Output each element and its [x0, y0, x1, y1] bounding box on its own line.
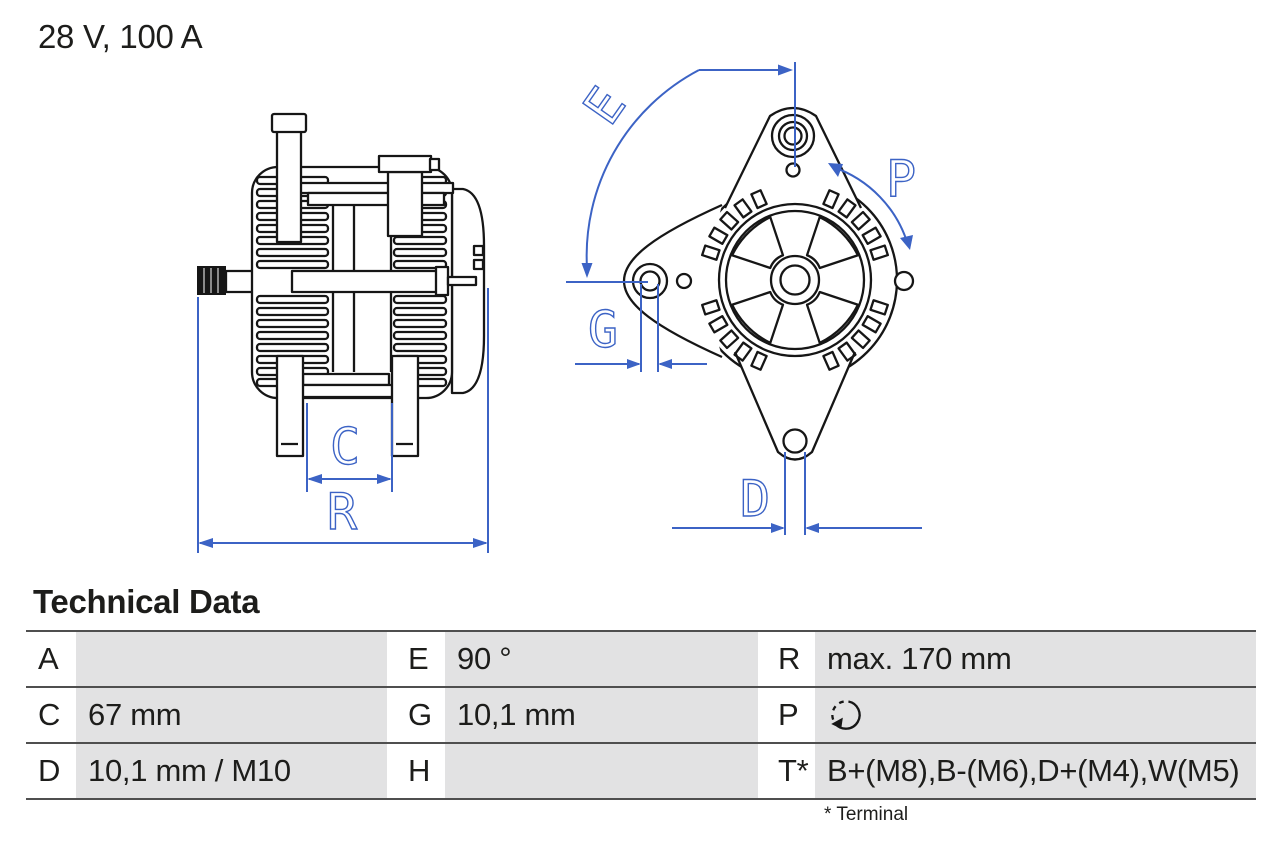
side-boss — [893, 270, 915, 292]
dim-label-R: R — [327, 483, 358, 541]
dim-label-D: D — [740, 470, 770, 528]
dim-label-E: E — [572, 77, 637, 135]
terminal-footnote: * Terminal — [824, 804, 909, 825]
table-row: C 67 mm G 10,1 mm P — [26, 688, 1256, 744]
table-value-A — [76, 632, 387, 686]
table-row: D 10,1 mm / M10 H T* B+(M8),B-(M6),D+(M4… — [26, 744, 1256, 800]
dim-C: C — [306, 403, 393, 492]
dim-R: R — [197, 288, 489, 553]
table-label-P: P — [758, 688, 815, 742]
table-label-H: H — [387, 744, 445, 798]
table-value-T: B+(M8),B-(M6),D+(M4),W(M5) — [815, 744, 1256, 798]
through-shaft — [290, 265, 478, 297]
table-label-C: C — [26, 688, 76, 742]
rotation-direction-icon — [827, 696, 865, 734]
table-value-G: 10,1 mm — [445, 688, 758, 742]
mounting-lugs — [270, 112, 441, 458]
dim-label-G: G — [588, 301, 618, 359]
dim-G: G — [575, 284, 707, 372]
table-value-P — [815, 688, 1256, 742]
table-label-R: R — [758, 632, 815, 686]
table-value-E: 90 ° — [445, 632, 758, 686]
dim-label-C: C — [330, 418, 360, 476]
shaft-thread — [197, 266, 255, 295]
table-label-T: T* — [758, 744, 815, 798]
dim-P: P — [828, 149, 917, 250]
dim-D: D — [672, 452, 922, 535]
table-row: A E 90 ° R max. 170 mm — [26, 632, 1256, 688]
dim-label-P: P — [886, 150, 916, 208]
table-label-D: D — [26, 744, 76, 798]
table-label-A: A — [26, 632, 76, 686]
table-value-R: max. 170 mm — [815, 632, 1256, 686]
section-heading: Technical Data — [33, 583, 260, 620]
shaft-bore — [779, 264, 811, 296]
page-title: 28 V, 100 A — [38, 18, 203, 55]
table-value-C: 67 mm — [76, 688, 387, 742]
table-label-G: G — [387, 688, 445, 742]
alternator-technical-drawing: C R — [197, 62, 922, 553]
rear-housing — [450, 187, 486, 395]
technical-data-table: A E 90 ° R max. 170 mm C 67 mm G 10,1 mm… — [26, 630, 1256, 800]
alternator-front-view: E P G D — [566, 62, 922, 535]
alternator-side-view: C R — [197, 112, 489, 553]
table-value-D: 10,1 mm / M10 — [76, 744, 387, 798]
fan-face — [717, 202, 873, 358]
table-label-E: E — [387, 632, 445, 686]
table-value-H — [445, 744, 758, 798]
